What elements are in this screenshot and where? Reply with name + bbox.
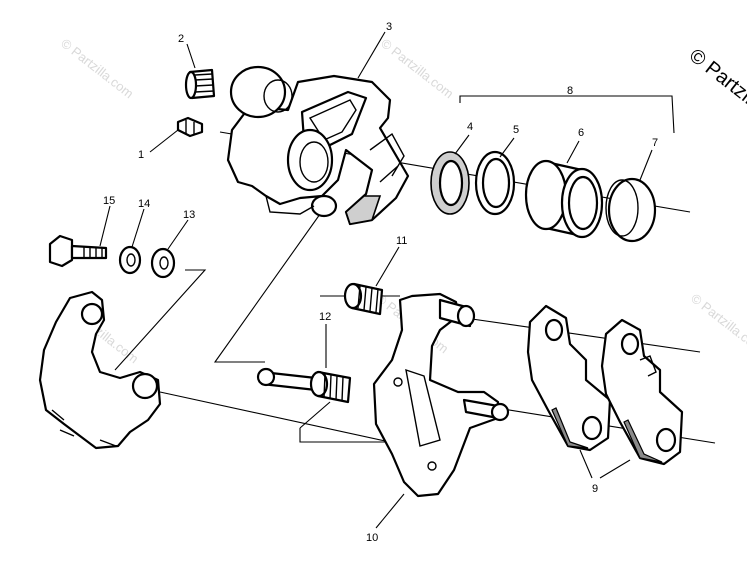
callout-1: 1 (138, 149, 144, 161)
flat-washer (150, 247, 176, 279)
callout-13: 13 (183, 209, 195, 221)
callout-10: 10 (366, 532, 378, 544)
seal-ring-4 (430, 151, 470, 215)
caliper-body (226, 65, 410, 226)
seal-ring-5 (474, 150, 516, 216)
guide-pin-12 (256, 367, 352, 404)
brake-pad-right (600, 318, 684, 466)
callout-9: 9 (592, 483, 598, 495)
callout-4: 4 (467, 121, 473, 133)
callout-7: 7 (652, 137, 658, 149)
callouts: 2 1 3 8 4 5 6 7 15 14 13 11 12 10 9 (103, 21, 658, 544)
lock-washer (118, 245, 142, 275)
copyright-text: © Partzilla.com (685, 45, 747, 145)
caliper-bracket (372, 292, 510, 498)
callout-6: 6 (578, 127, 584, 139)
watermark-1: © Partzilla.com (58, 36, 136, 102)
piston (524, 159, 604, 239)
callout-11: 11 (396, 235, 407, 247)
callout-5: 5 (513, 124, 519, 136)
callout-3: 3 (386, 21, 392, 33)
callout-15: 15 (103, 195, 115, 207)
watermark-5: © Partzilla.com (688, 291, 747, 357)
brake-pad-left (526, 304, 612, 452)
fork-mount-bracket (38, 290, 162, 450)
mount-bolt (48, 234, 108, 268)
watermark-2: © Partzilla.com (378, 36, 456, 102)
callout-14: 14 (138, 198, 150, 210)
piston-cap (605, 177, 657, 243)
fitting (176, 116, 204, 138)
callout-8: 8 (567, 85, 573, 97)
callout-2: 2 (178, 33, 184, 45)
guide-pin-11 (343, 282, 384, 316)
callout-12: 12 (319, 311, 331, 323)
leader-lines (99, 31, 653, 529)
bleeder-screw (184, 68, 216, 100)
